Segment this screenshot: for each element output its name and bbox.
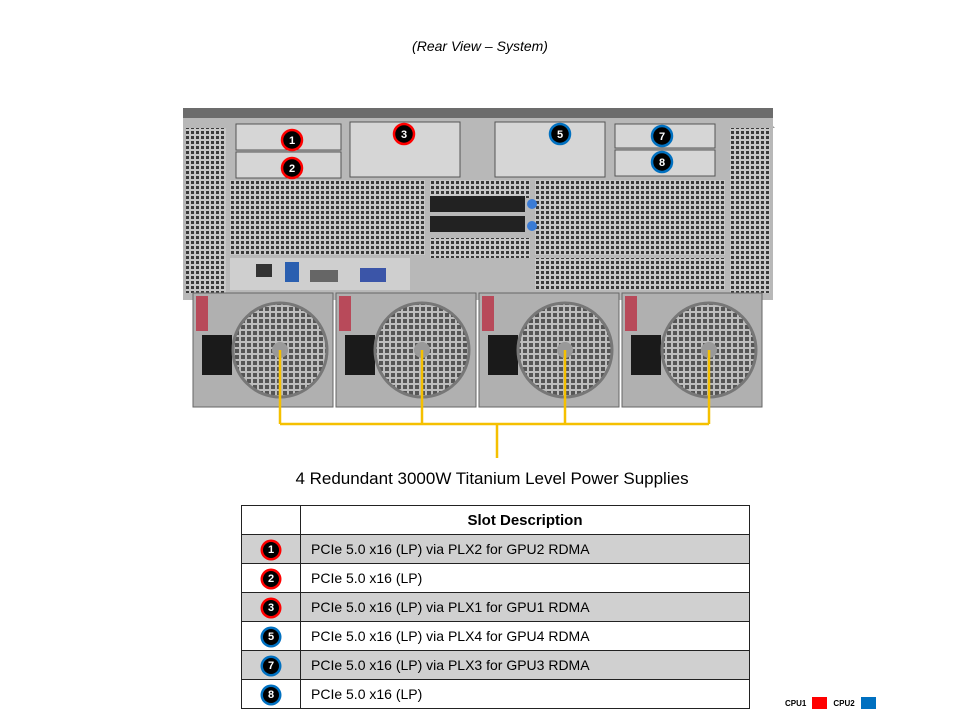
slot-badge-3: 3	[392, 122, 416, 146]
psu-callout-lines	[278, 350, 711, 458]
slot-badge-8: 8	[650, 150, 674, 174]
table-row: 7 PCIe 5.0 x16 (LP) via PLX3 for GPU3 RD…	[241, 650, 750, 680]
legend-cpu2-swatch	[860, 697, 876, 709]
slot-badge: 8	[263, 686, 279, 703]
slot-description: PCIe 5.0 x16 (LP)	[300, 679, 750, 709]
slot-description: PCIe 5.0 x16 (LP) via PLX2 for GPU2 RDMA	[300, 534, 750, 564]
psu-1	[192, 292, 334, 408]
table-header-row: Slot Description	[241, 505, 750, 535]
svg-text:7: 7	[659, 131, 665, 143]
psu-4	[621, 292, 763, 408]
slot-badges: 1 2 3 5 7 8	[280, 122, 674, 180]
svg-text:8: 8	[659, 157, 665, 169]
slot-badge-1: 1	[280, 128, 304, 152]
svg-text:1: 1	[289, 135, 295, 147]
slot-description: PCIe 5.0 x16 (LP) via PLX3 for GPU3 RDMA	[300, 650, 750, 680]
svg-text:3: 3	[401, 129, 407, 141]
usb-ports	[285, 262, 299, 282]
slot-badge-5: 5	[548, 122, 572, 146]
diagram-title: (Rear View – System)	[412, 38, 548, 54]
slot-badge: 5	[263, 628, 279, 645]
svg-text:2: 2	[289, 163, 295, 175]
legend-cpu2-label: CPU2	[833, 698, 855, 708]
slot-badge-2: 2	[280, 156, 304, 180]
io-panel	[230, 258, 725, 290]
table-row: 1 PCIe 5.0 x16 (LP) via PLX2 for GPU2 RD…	[241, 534, 750, 564]
svg-text:5: 5	[557, 129, 563, 141]
slot-badge: 2	[263, 570, 279, 587]
table-row: 8 PCIe 5.0 x16 (LP)	[241, 679, 750, 709]
slot-description-table: Slot Description 1 PCIe 5.0 x16 (LP) via…	[241, 505, 750, 709]
slot-badge: 3	[263, 599, 279, 616]
lan-port	[256, 264, 272, 277]
psu-3	[478, 292, 620, 408]
server-rear-view: 1 2 3 5 7 8	[183, 108, 775, 458]
legend-cpu1-swatch	[812, 697, 828, 709]
slot-badge-7: 7	[650, 124, 674, 148]
slot-badge: 7	[263, 657, 279, 674]
vga-port	[360, 268, 386, 282]
psu-2	[335, 292, 477, 408]
power-supplies	[192, 292, 763, 408]
table-row: 3 PCIe 5.0 x16 (LP) via PLX1 for GPU1 RD…	[241, 592, 750, 622]
header-slot-number	[241, 505, 301, 535]
slot-description: PCIe 5.0 x16 (LP) via PLX1 for GPU1 RDMA	[300, 592, 750, 622]
legend-cpu1-label: CPU1	[785, 698, 807, 708]
table-row: 5 PCIe 5.0 x16 (LP) via PLX4 for GPU4 RD…	[241, 621, 750, 651]
psu-caption: 4 Redundant 3000W Titanium Level Power S…	[295, 469, 689, 488]
slot-badge: 1	[263, 541, 279, 558]
table-row: 2 PCIe 5.0 x16 (LP)	[241, 563, 750, 593]
slot-description: PCIe 5.0 x16 (LP)	[300, 563, 750, 593]
com-port	[310, 270, 338, 282]
header-slot-description: Slot Description	[300, 505, 750, 535]
cpu-legend: CPU1 CPU2	[785, 697, 876, 709]
slot-description: PCIe 5.0 x16 (LP) via PLX4 for GPU4 RDMA	[300, 621, 750, 651]
